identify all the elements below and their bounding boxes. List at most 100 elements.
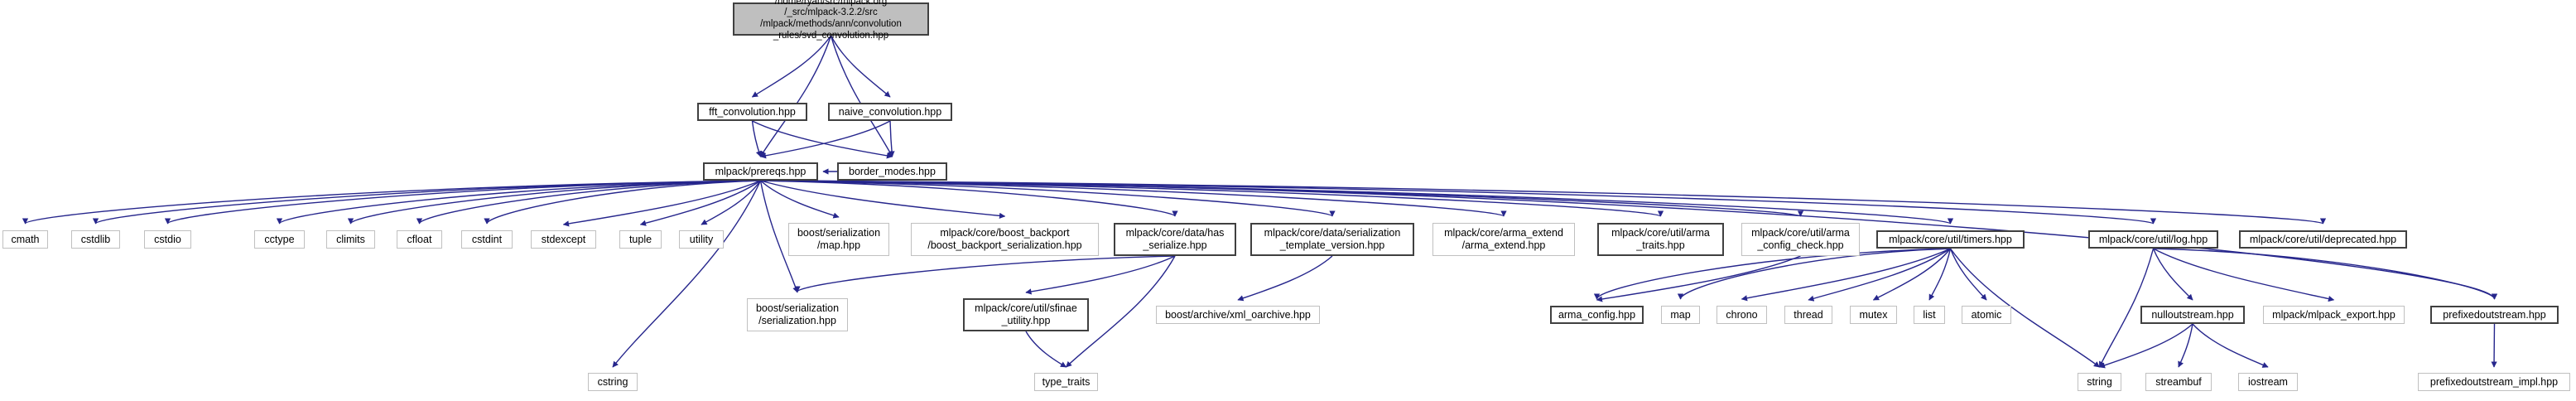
graph-edge-naive-to-prereqs <box>759 120 891 159</box>
graph-node-root[interactable]: /home/ryan/src/mlpack.org /_src/mlpack-3… <box>733 0 929 41</box>
graph-node-cctype[interactable]: cctype <box>254 230 305 249</box>
graph-node-climits[interactable]: climits <box>326 230 375 249</box>
graph-node-chrono[interactable]: chrono <box>1717 306 1767 324</box>
graph-edge-prereqs-to-climits <box>347 180 761 225</box>
graph-node-label: mlpack/core/util/sfinae _utility.hpp <box>975 302 1077 326</box>
graph-node-deprecated[interactable]: mlpack/core/util/deprecated.hpp <box>2239 230 2407 249</box>
graph-node-label: mlpack/core/arma_extend /arma_extend.hpp <box>1444 227 1563 251</box>
graph-edge-naive-to-border <box>888 120 895 157</box>
graph-edge-timers-to-list <box>1928 248 1952 301</box>
graph-node-label: mutex <box>1859 308 1888 321</box>
graph-edge-timers-to-map <box>1677 248 1951 300</box>
graph-node-prefixedoutstream[interactable]: prefixedoutstream.hpp <box>2430 306 2559 324</box>
graph-edge-prereqs-to-cstdio <box>165 180 761 225</box>
graph-node-nulloutstream[interactable]: nulloutstream.hpp <box>2140 306 2245 324</box>
graph-node-fft[interactable]: fft_convolution.hpp <box>697 103 807 121</box>
graph-node-label: fft_convolution.hpp <box>709 105 796 118</box>
graph-node-cfloat[interactable]: cfloat <box>397 230 442 249</box>
graph-node-label: type_traits <box>1042 375 1091 388</box>
graph-node-timers[interactable]: mlpack/core/util/timers.hpp <box>1876 230 2025 249</box>
graph-node-cstring[interactable]: cstring <box>588 373 638 391</box>
graph-node-iostream[interactable]: iostream <box>2238 373 2298 391</box>
graph-node-cstdio[interactable]: cstdio <box>144 230 191 249</box>
graph-edge-arma_cfg_check-to-arma_config <box>1596 255 1801 302</box>
graph-node-label: mlpack/core/util/arma _config_check.hpp <box>1751 227 1850 251</box>
graph-node-cmath[interactable]: cmath <box>2 230 48 249</box>
graph-edge-timers-to-arma_config <box>1593 248 1951 300</box>
graph-node-arma_config[interactable]: arma_config.hpp <box>1550 306 1644 324</box>
graph-node-label: boost/archive/xml_oarchive.hpp <box>1165 308 1311 321</box>
graph-node-boost_ser_ser[interactable]: boost/serialization /serialization.hpp <box>747 298 848 331</box>
graph-node-boost_ser_map[interactable]: boost/serialization /map.hpp <box>788 223 889 256</box>
graph-node-label: list <box>1923 308 1936 321</box>
graph-node-sfinae[interactable]: mlpack/core/util/sfinae _utility.hpp <box>963 298 1089 331</box>
graph-node-cstdint[interactable]: cstdint <box>461 230 513 249</box>
graph-node-label: utility <box>689 233 714 245</box>
graph-node-arma_traits[interactable]: mlpack/core/util/arma _traits.hpp <box>1597 223 1724 256</box>
graph-edge-nulloutstream-to-streambuf <box>2178 323 2193 368</box>
graph-edge-root-to-naive <box>830 35 891 98</box>
graph-edge-prereqs-to-deprecated <box>760 180 2326 225</box>
graph-node-mutex[interactable]: mutex <box>1850 306 1897 324</box>
graph-node-arma_cfg_check[interactable]: mlpack/core/util/arma _config_check.hpp <box>1741 223 1860 256</box>
graph-node-label: cstring <box>597 375 628 388</box>
graph-edge-prereqs-to-tuple <box>639 180 761 226</box>
graph-node-prefixedoutstream_impl[interactable]: prefixedoutstream_impl.hpp <box>2418 373 2570 391</box>
graph-node-xml_oarchive[interactable]: boost/archive/xml_oarchive.hpp <box>1156 306 1320 324</box>
graph-edge-prereqs-to-cfloat <box>416 180 761 225</box>
graph-edge-log-to-prefixedoutstream <box>2153 248 2498 300</box>
graph-edge-prereqs-to-log <box>760 180 2156 225</box>
graph-node-list[interactable]: list <box>1914 306 1945 324</box>
graph-node-atomic[interactable]: atomic <box>1962 306 2011 324</box>
graph-node-label: mlpack/core/boost_backport /boost_backpo… <box>927 227 1082 251</box>
graph-node-label: /home/ryan/src/mlpack.org /_src/mlpack-3… <box>760 0 902 41</box>
graph-node-mlpack_export[interactable]: mlpack/mlpack_export.hpp <box>2263 306 2405 324</box>
graph-edge-prereqs-to-arma_extend <box>760 180 1507 217</box>
graph-node-border[interactable]: border_modes.hpp <box>837 162 947 181</box>
graph-edge-prereqs-to-boost_ser_map <box>760 180 840 219</box>
graph-node-label: iostream <box>2248 375 2288 388</box>
graph-edge-prereqs-to-cctype <box>277 180 761 225</box>
graph-edge-prereqs-to-boost_ser_ser <box>759 180 799 293</box>
graph-edge-prereqs-to-stdexcept <box>562 180 761 227</box>
graph-node-label: string <box>2087 375 2112 388</box>
graph-node-label: cstdlib <box>80 233 111 245</box>
graph-node-label: climits <box>336 233 365 245</box>
graph-edge-timers-to-thread <box>1808 248 1951 302</box>
graph-edge-prefixedoutstream-to-prefixedoutstream_impl <box>2491 323 2497 368</box>
graph-node-label: prefixedoutstream_impl.hpp <box>2429 375 2559 388</box>
graph-node-label: mlpack/core/data/has _serialize.hpp <box>1125 227 1225 251</box>
graph-edge-has_serialize-to-boost_ser_ser <box>794 255 1176 292</box>
graph-node-label: nulloutstream.hpp <box>2151 308 2234 321</box>
graph-node-stdexcept[interactable]: stdexcept <box>531 230 596 249</box>
graph-edge-ser_tmpl_ver-to-xml_oarchive <box>1237 255 1333 302</box>
graph-node-has_serialize[interactable]: mlpack/core/data/has _serialize.hpp <box>1114 223 1236 256</box>
graph-node-ser_tmpl_ver[interactable]: mlpack/core/data/serialization _template… <box>1250 223 1414 256</box>
graph-edge-root-to-prereqs <box>759 35 832 157</box>
graph-node-label: mlpack/core/util/log.hpp <box>2098 233 2208 245</box>
graph-edge-log-to-mlpack_export <box>2153 248 2335 302</box>
graph-node-type_traits[interactable]: type_traits <box>1034 373 1098 391</box>
graph-edge-prereqs-to-has_serialize <box>760 180 1178 217</box>
graph-edge-has_serialize-to-sfinae <box>1025 255 1176 295</box>
graph-edge-log-to-string <box>2098 248 2155 368</box>
graph-node-label: map <box>1670 308 1691 321</box>
graph-node-map[interactable]: map <box>1661 306 1700 324</box>
graph-node-prereqs[interactable]: mlpack/prereqs.hpp <box>703 162 818 181</box>
graph-node-log[interactable]: mlpack/core/util/log.hpp <box>2088 230 2218 249</box>
graph-edge-root-to-border <box>830 35 893 157</box>
graph-node-naive[interactable]: naive_convolution.hpp <box>828 103 952 121</box>
graph-node-label: tuple <box>628 233 652 245</box>
graph-node-string[interactable]: string <box>2078 373 2121 391</box>
graph-node-boost_backport[interactable]: mlpack/core/boost_backport /boost_backpo… <box>911 223 1099 256</box>
graph-node-label: mlpack/core/util/deprecated.hpp <box>2249 233 2397 245</box>
graph-node-utility[interactable]: utility <box>679 230 724 249</box>
graph-node-cstdlib[interactable]: cstdlib <box>71 230 120 249</box>
graph-node-tuple[interactable]: tuple <box>619 230 662 249</box>
graph-node-arma_extend[interactable]: mlpack/core/arma_extend /arma_extend.hpp <box>1432 223 1575 256</box>
graph-node-streambuf[interactable]: streambuf <box>2145 373 2212 391</box>
graph-node-thread[interactable]: thread <box>1784 306 1832 324</box>
graph-edge-prereqs-to-cmath <box>22 180 761 225</box>
graph-edge-prereqs-to-cstdint <box>484 180 761 225</box>
